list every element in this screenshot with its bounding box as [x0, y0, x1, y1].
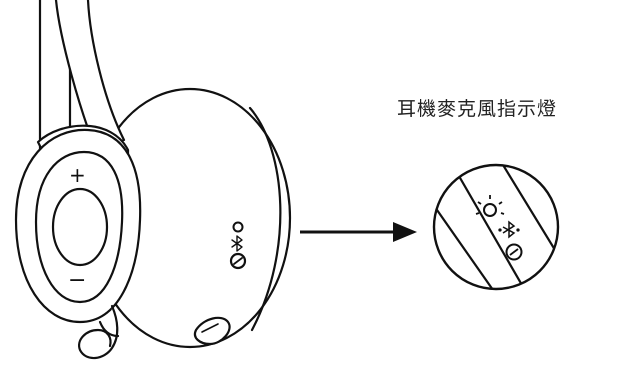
microphone-led-icon: [475, 195, 505, 217]
mute-icon: [505, 243, 523, 261]
ear-cup-rim: [248, 106, 282, 332]
button-panel: [229, 221, 247, 270]
headset-illustration: + −: [14, 0, 292, 360]
bluetooth-icon: [231, 235, 243, 252]
status-light: [232, 221, 244, 233]
usb-port: [193, 316, 231, 346]
bluetooth-icon-zoom: [498, 220, 520, 239]
volume-up-label: +: [69, 163, 86, 187]
volume-down-label: −: [68, 268, 86, 293]
panel-edge-mid: [451, 165, 527, 289]
zoom-circle: [432, 163, 560, 291]
zoom-detail: [432, 163, 560, 291]
microphone-indicator-caption: 耳機麥克風指示燈: [397, 98, 558, 120]
center-button: [51, 187, 109, 267]
panel-edge-left: [434, 199, 501, 289]
arrow-icon: [300, 222, 417, 242]
